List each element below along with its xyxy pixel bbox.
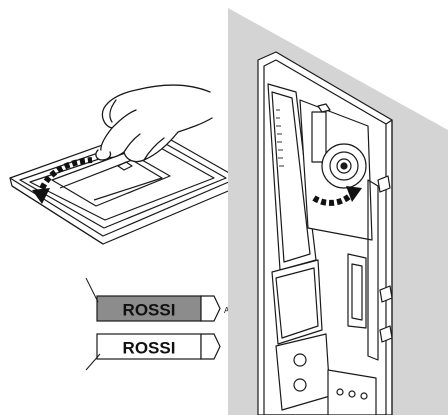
label-top-name: ROSSI [123, 301, 176, 320]
pointer-line-top [85, 277, 99, 303]
label-top-marker: A [224, 306, 230, 315]
hand-illustration [95, 84, 213, 163]
label-strip-top: ROSSI A [85, 277, 230, 322]
label-bottom-name: ROSSI [123, 339, 176, 358]
speaker-grille [276, 109, 284, 167]
label-strip-bottom: ROSSI [85, 333, 221, 371]
entry-panel [257, 51, 393, 415]
pointer-line-bottom [85, 353, 101, 371]
rotation-arrow-panel [312, 186, 362, 206]
rotation-arrow-tray [32, 157, 93, 204]
